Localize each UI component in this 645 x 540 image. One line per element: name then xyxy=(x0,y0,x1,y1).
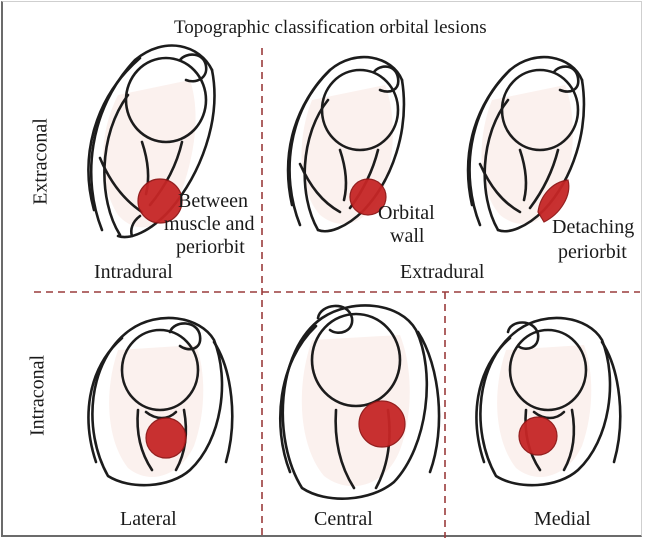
label-between-line3: periorbit xyxy=(176,236,245,258)
lesion-lateral xyxy=(146,418,186,458)
label-medial: Medial xyxy=(534,508,591,530)
label-between-line1: Between xyxy=(178,190,248,212)
orbit-diagram-central xyxy=(280,306,439,499)
label-central: Central xyxy=(314,508,373,530)
label-orbital-wall-line1: Orbital xyxy=(378,202,435,224)
row-label-extraconal: Extraconal xyxy=(30,107,53,217)
lesion-central xyxy=(359,401,405,447)
orbit-diagram-medial xyxy=(477,318,621,485)
label-lateral: Lateral xyxy=(120,508,177,530)
orbit-diagram-lateral xyxy=(89,318,233,485)
figure-title: Topographic classification orbital lesio… xyxy=(174,17,487,39)
label-orbital-wall-line2: wall xyxy=(390,225,424,247)
label-between-line2: muscle and xyxy=(164,213,255,235)
group-label-extradural: Extradural xyxy=(400,261,484,283)
label-detaching-line1: Detaching xyxy=(552,216,634,238)
group-label-intradural: Intradural xyxy=(94,261,173,283)
orbit-diagram-detaching-periorbit xyxy=(468,57,584,231)
row-label-intraconal: Intraconal xyxy=(27,346,50,446)
lesion-medial xyxy=(519,417,557,455)
label-detaching-line2: periorbit xyxy=(558,241,627,263)
